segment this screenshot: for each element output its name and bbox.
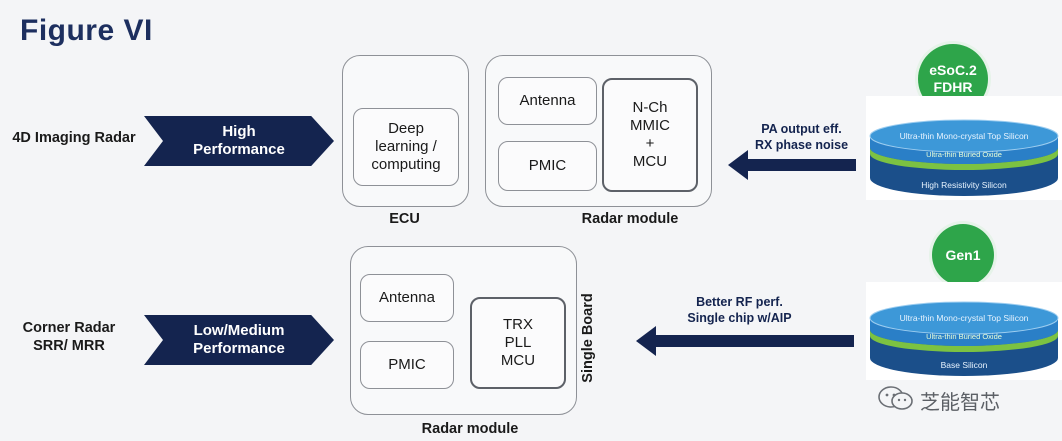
single-board-caption: Single Board (580, 293, 596, 383)
wafer-top-substrate: High Resistivity Silicon (921, 180, 1007, 190)
ecu-caption: ECU (389, 211, 420, 227)
deep-learning-block: Deep learning / computing (353, 108, 459, 186)
gen1-badge: Gen1 (932, 224, 994, 286)
figure-title: Figure VI (20, 14, 153, 47)
arrow-bottom (636, 326, 854, 356)
wafer-top: Ultra-thin Mono-crystal Top Silicon Ultr… (869, 119, 1059, 196)
mmic-mcu-chip: N-Ch MMIC + MCU (602, 78, 698, 192)
wafer-top-layer1: Ultra-thin Mono-crystal Top Silicon (900, 131, 1029, 141)
wafer-top-layer2: Ultra-thin Buried Oxide (926, 150, 1002, 159)
row-label-corner-radar: Corner Radar SRR/ MRR (22, 320, 116, 354)
arrow-bottom-label: Better RF perf. Single chip w/AIP (687, 295, 792, 325)
antenna-block-bottom: Antenna (360, 274, 454, 322)
pmic-block-top: PMIC (498, 141, 597, 191)
antenna-block-top: Antenna (498, 77, 597, 125)
wafer-bottom-layer2: Ultra-thin Buried Oxide (926, 332, 1002, 341)
pmic-block-bottom: PMIC (360, 341, 454, 389)
arrow-top (728, 150, 856, 180)
row-label-4d-imaging-radar: 4D Imaging Radar (12, 130, 136, 146)
radar-module-bottom-caption: Radar module (421, 421, 519, 437)
wafer-bottom-layer1: Ultra-thin Mono-crystal Top Silicon (900, 313, 1029, 323)
wafer-bottom: Ultra-thin Mono-crystal Top Silicon Ultr… (869, 301, 1059, 376)
tier-chevron-high-performance: High Performance (144, 116, 334, 166)
tier-chevron-low-medium-performance: Low/Medium Performance (144, 315, 334, 365)
trx-pll-mcu-chip: TRX PLL MCU (470, 297, 566, 389)
wechat-icon (878, 386, 913, 410)
radar-module-top-caption: Radar module (581, 211, 679, 227)
wafer-bottom-substrate: Base Silicon (941, 360, 988, 370)
arrow-top-label: PA output eff. RX phase noise (754, 122, 849, 152)
watermark-text: 芝能智芯 (920, 390, 1000, 414)
